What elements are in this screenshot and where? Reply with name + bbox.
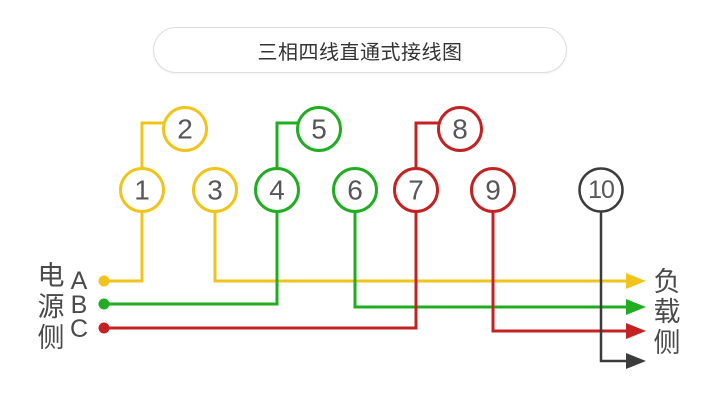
- phase-b-source-wire: [104, 121, 319, 306]
- source-side-label-char-1: 源: [38, 292, 65, 322]
- phase-b-load-wire: [353, 190, 630, 309]
- terminal-2-circle: [162, 106, 208, 152]
- terminal-9-circle: [470, 167, 516, 213]
- phase-label-b: B: [71, 291, 88, 319]
- terminal-1-circle: [119, 167, 165, 213]
- load-side-label-char-1: 载: [654, 297, 681, 327]
- phase-c-source-dot: [98, 322, 110, 334]
- phase-a-load-arrow-icon: [626, 273, 646, 289]
- load-side-label-char-0: 负: [654, 267, 681, 297]
- terminal-5-circle: [296, 106, 342, 152]
- terminal-5-number: 5: [311, 114, 327, 145]
- title-pill: 三相四线直通式接线图: [153, 27, 567, 73]
- source-side-label-char-2: 侧: [38, 323, 65, 353]
- phase-b-source-dot: [98, 298, 110, 310]
- terminal-1-number: 1: [134, 175, 150, 206]
- terminal-9-number: 9: [485, 175, 501, 206]
- phase-a-source-dot: [98, 275, 110, 287]
- source-side-label-char-0: 电: [38, 261, 65, 291]
- terminal-8-circle: [437, 106, 483, 152]
- diagram-title: 三相四线直通式接线图: [257, 41, 463, 64]
- phase-label-a: A: [71, 267, 88, 295]
- terminal-4-number: 4: [269, 175, 285, 206]
- neutral-load-arrow-icon: [626, 353, 646, 369]
- terminal-6-circle: [332, 167, 378, 213]
- terminal-6-number: 6: [347, 175, 363, 206]
- terminal-2-number: 2: [177, 114, 193, 145]
- terminal-10-number: 10: [588, 176, 614, 204]
- terminal-4-circle: [254, 167, 300, 213]
- phase-c-load-wire: [491, 190, 630, 333]
- terminal-10-circle: [578, 167, 624, 213]
- load-side-label-char-2: 侧: [654, 328, 681, 358]
- neutral-load-wire: [599, 190, 630, 363]
- terminal-3-circle: [192, 167, 238, 213]
- terminal-7-circle: [393, 167, 439, 213]
- phase-b-load-arrow-icon: [626, 299, 646, 315]
- terminal-8-number: 8: [452, 114, 468, 145]
- terminal-7-number: 7: [408, 175, 424, 206]
- phase-c-load-arrow-icon: [626, 323, 646, 339]
- phase-label-c: C: [70, 315, 88, 343]
- phase-c-source-wire: [104, 121, 460, 330]
- terminal-3-number: 3: [207, 175, 223, 206]
